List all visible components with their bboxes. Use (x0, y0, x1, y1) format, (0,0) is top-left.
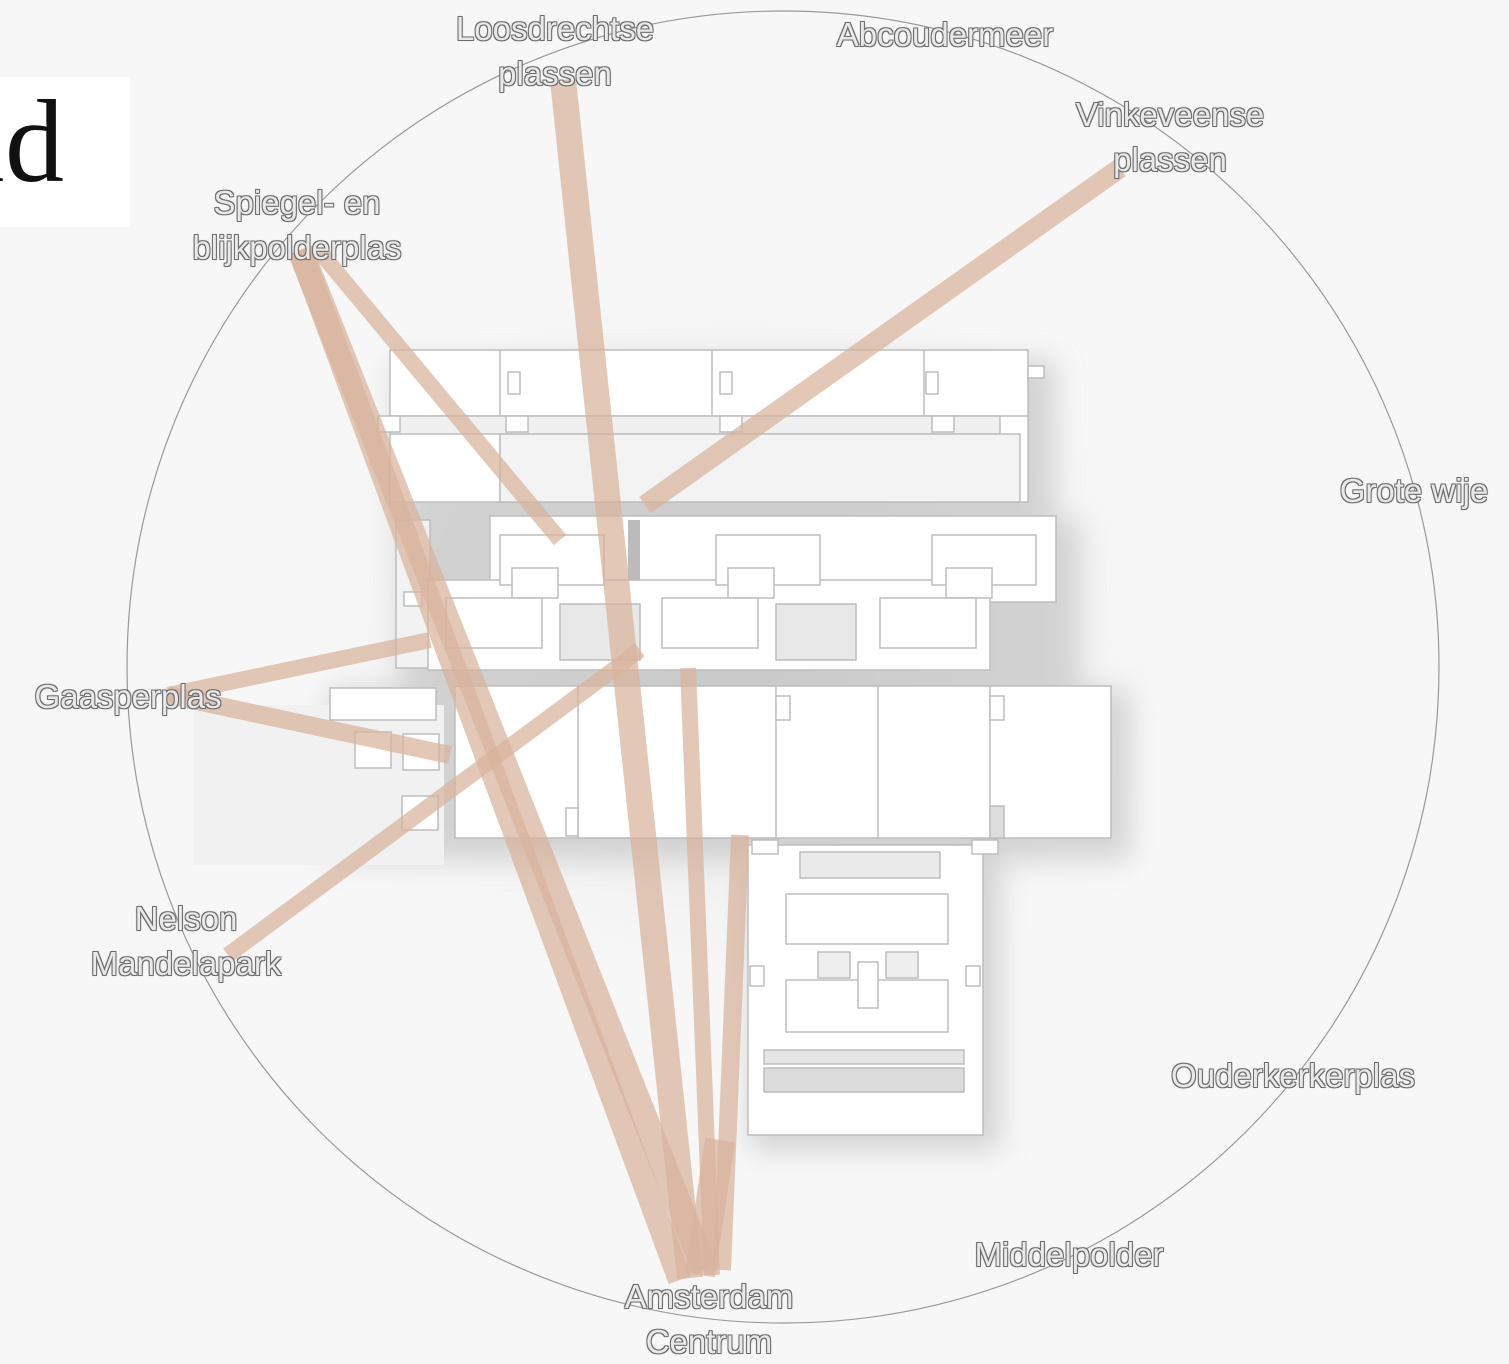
sightline-gaasperplas-south (166, 686, 452, 764)
label-line: Ouderkerkerplas (1171, 1057, 1415, 1094)
label-line: Middelpolder (974, 1236, 1164, 1273)
label-middelpolder: Middelpolder (975, 1232, 1164, 1277)
building-complex (194, 349, 1112, 1136)
label-line: Gaasperplas (34, 678, 222, 715)
label-line: plassen (498, 55, 612, 92)
label-line: Grote wije (1339, 472, 1489, 509)
sightline-spiegel-inner (313, 246, 567, 546)
north-block (377, 349, 1045, 503)
sightline-gaasperplas-north (166, 632, 432, 703)
label-abcoudermeer: Abcoudermeer (837, 12, 1053, 57)
label-amsterdam-centrum: Amsterdam Centrum (625, 1274, 794, 1364)
middle-block (395, 515, 1057, 671)
title-box: id (0, 77, 130, 227)
label-grote-wije: Grote wije (1340, 468, 1489, 513)
label-ouderkerkerplas: Ouderkerkerplas (1171, 1053, 1415, 1098)
page-title: id (0, 77, 64, 207)
label-spiegel-blijkpolderplas: Spiegel- en blijkpolderplas (192, 180, 401, 270)
sightline-amsterdam-fan (685, 1137, 735, 1278)
sightline-nelson-building (223, 643, 645, 962)
label-line: plassen (1113, 141, 1227, 178)
label-line: blijkpolderplas (192, 229, 402, 266)
label-line: Amsterdam (624, 1278, 794, 1315)
label-line: Centrum (645, 1323, 773, 1360)
label-loosdrechtse-plassen: Loosdrechtse plassen (456, 6, 654, 96)
sightline-vinkeveense-building (639, 159, 1126, 514)
sightlines (166, 78, 1126, 1285)
label-line: Abcoudermeer (836, 16, 1054, 53)
label-line: Mandelapark (90, 945, 282, 982)
sightline-loosdrechtse-amsterdam (550, 78, 703, 1280)
label-line: Nelson (134, 900, 238, 937)
range-circle (126, 10, 1440, 1324)
label-vinkeveense-plassen: Vinkeveense plassen (1076, 92, 1264, 182)
label-line: Loosdrechtse (455, 10, 655, 47)
label-gaasperplas: Gaasperplas (34, 674, 221, 719)
label-nelson-mandelapark: Nelson Mandelapark (91, 896, 282, 986)
south-wing (747, 839, 999, 1136)
label-line: Vinkeveense (1075, 96, 1265, 133)
label-line: Spiegel- en (213, 184, 381, 221)
